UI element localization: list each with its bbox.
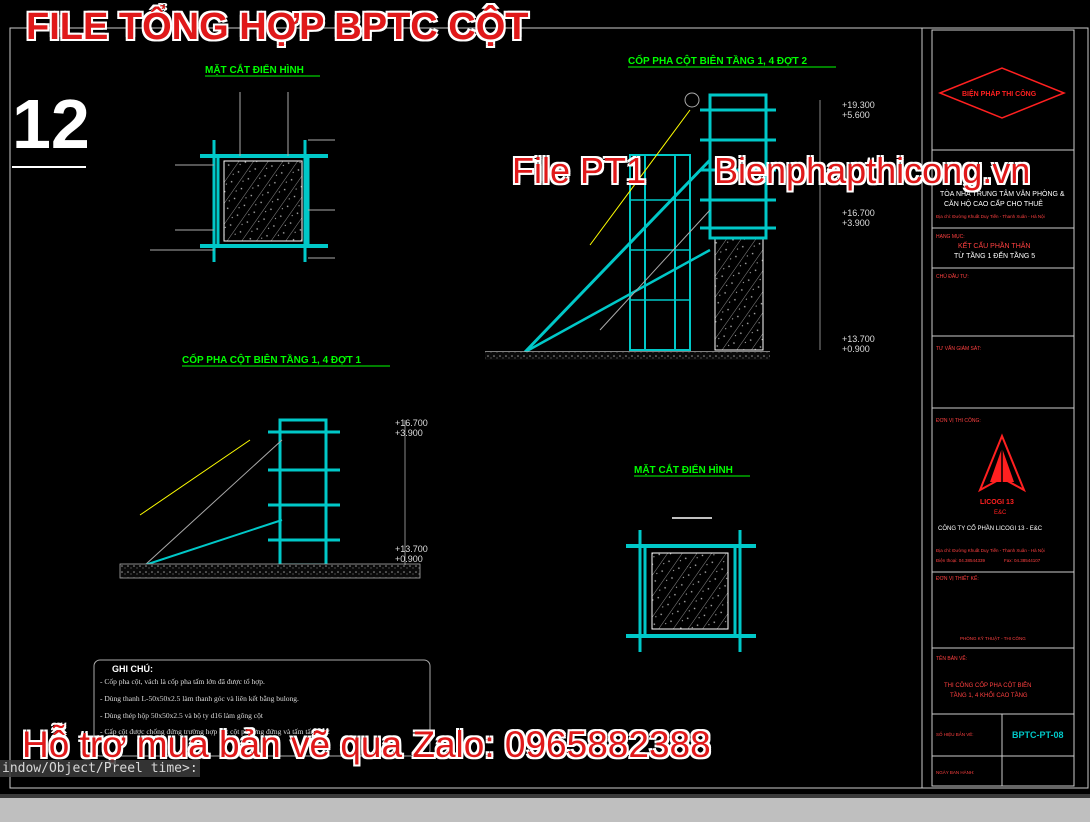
sheet-number: 12 [12,85,90,163]
elev-mid-0: +16.700 [395,418,428,428]
elev-top-0: +19.300 [842,100,875,110]
elev-top-2: +16.700 [842,208,875,218]
mid-left-elevation: CỐP PHA CỘT BIÊN TẦNG 1, 4 ĐỢT 1 +16.700… [119,352,428,579]
notes-box: GHI CHÚ: - Cốp pha cột, vách là cốp pha … [93,659,431,757]
company-fax: Fax: 04.38544107 [1004,558,1041,563]
mid-right-title: MẶT CẮT ĐIỂN HÌNH [634,463,733,476]
item-label: HẠNG MỤC: [936,234,965,240]
sheet-code: BPTC-PT-08 [1012,730,1064,740]
elev-top-5: +0.900 [842,344,870,354]
top-left-section: MẶT CẮT ĐIỂN HÌNH [150,63,335,262]
elev-top-3: +3.900 [842,218,870,228]
company-phone: Điện thoại: 04.38544339 [936,558,986,563]
contractor-label: ĐƠN VỊ THI CÔNG: [936,417,981,424]
mid-right-section: MẶT CẮT ĐIỂN HÌNH [626,463,756,652]
project-line-1: CĂN HỘ CAO CẤP CHO THUÊ [944,198,1043,208]
company-name: CÔNG TY CỔ PHẦN LICOGI 13 - E&C [938,525,1043,532]
note-line-2: - Dùng thép hộp 50x50x2.5 và bộ ty d16 l… [100,711,264,720]
sheet-frame [9,27,1089,789]
note-line-1: - Dùng thanh L-50x50x2.5 làm thanh góc v… [100,694,299,703]
mid-left-title: CỐP PHA CỘT BIÊN TẦNG 1, 4 ĐỢT 1 [182,352,362,366]
designer-role: PHÒNG KỸ THUẬT - THI CÔNG [960,635,1026,641]
file-tag: File PT1 [512,150,647,191]
elev-mid-1: +3.900 [395,428,423,438]
elev-mid-2: +13.700 [395,544,428,554]
elev-top-4: +13.700 [842,334,875,344]
sheet-number-underline [12,166,86,168]
top-right-elevation: CỐP PHA CỘT BIÊN TẦNG 1, 4 ĐỢT 2 +19.300… [485,53,875,360]
note-line-0: - Cốp pha cột, vách là cốp pha tấm lớn đ… [100,677,265,686]
owner-label: CHỦ ĐẦU TƯ: [936,273,969,280]
item-line-0: KẾT CẤU PHẦN THÂN [958,240,1030,250]
statusbar-edge [0,794,1090,798]
website-link[interactable]: Bienphapthicong.vn [714,150,1031,191]
company-logo-sub: E&C [994,510,1007,516]
date-label: NGÀY BAN HÀNH: [936,769,974,775]
column-concrete-upper [714,237,764,351]
status-bar [0,798,1090,822]
column-concrete [223,160,303,242]
supervisor-label: TƯ VẤN GIÁM SÁT: [936,345,981,352]
company-address: Địa chỉ: Đường Khuất Duy Tiến - Thanh Xu… [936,547,1045,553]
project-line-0: TÒA NHÀ TRUNG TÂM VĂN PHÒNG & [940,189,1065,198]
note-line-3: - Cấp cột được chống đứng trường hợp cốt… [100,727,330,736]
notes-heading: GHI CHÚ: [112,663,153,674]
designer-label: ĐƠN VỊ THIẾT KẾ: [936,575,979,582]
company-logo-icon [978,433,1026,493]
title-block: BIỆN PHÁP THI CÔNG TÒA NHÀ TRUNG TÂM VĂN… [931,29,1075,787]
contact-banner: Hỗ trợ mua bản vẽ qua Zalo: 0965882388 [22,724,711,765]
overlay-title: FILE TỔNG HỢP BPTC CỘT [26,6,529,48]
company-logo-text: LICOGI 13 [980,499,1014,506]
command-line[interactable]: indow/Object/Preel time>: [0,760,200,777]
elev-top-1: +5.600 [842,110,870,120]
drawing-line-0: THI CÔNG CỐP PHA CỘT BIÊN [944,681,1031,689]
sheet-no-label: SỐ HIỆU BẢN VẼ: [936,730,974,737]
item-line-1: TỪ TẦNG 1 ĐẾN TẦNG 5 [954,250,1035,260]
top-right-title: CỐP PHA CỘT BIÊN TẦNG 1, 4 ĐỢT 2 [628,53,808,67]
drawing-label: TÊN BẢN VẼ: [936,654,967,662]
top-left-title: MẶT CẮT ĐIỂN HÌNH [205,63,304,76]
project-address: Địa chỉ: Đường Khuất Duy Tiến - Thanh Xu… [936,213,1045,219]
project-logo-text: BIỆN PHÁP THI CÔNG [962,89,1037,98]
project-logo-diamond [937,67,1067,119]
drawing-line-1: TẦNG 1, 4 KHỐI CAO TẦNG [950,692,1028,699]
elev-mid-3: +0.900 [395,554,423,564]
